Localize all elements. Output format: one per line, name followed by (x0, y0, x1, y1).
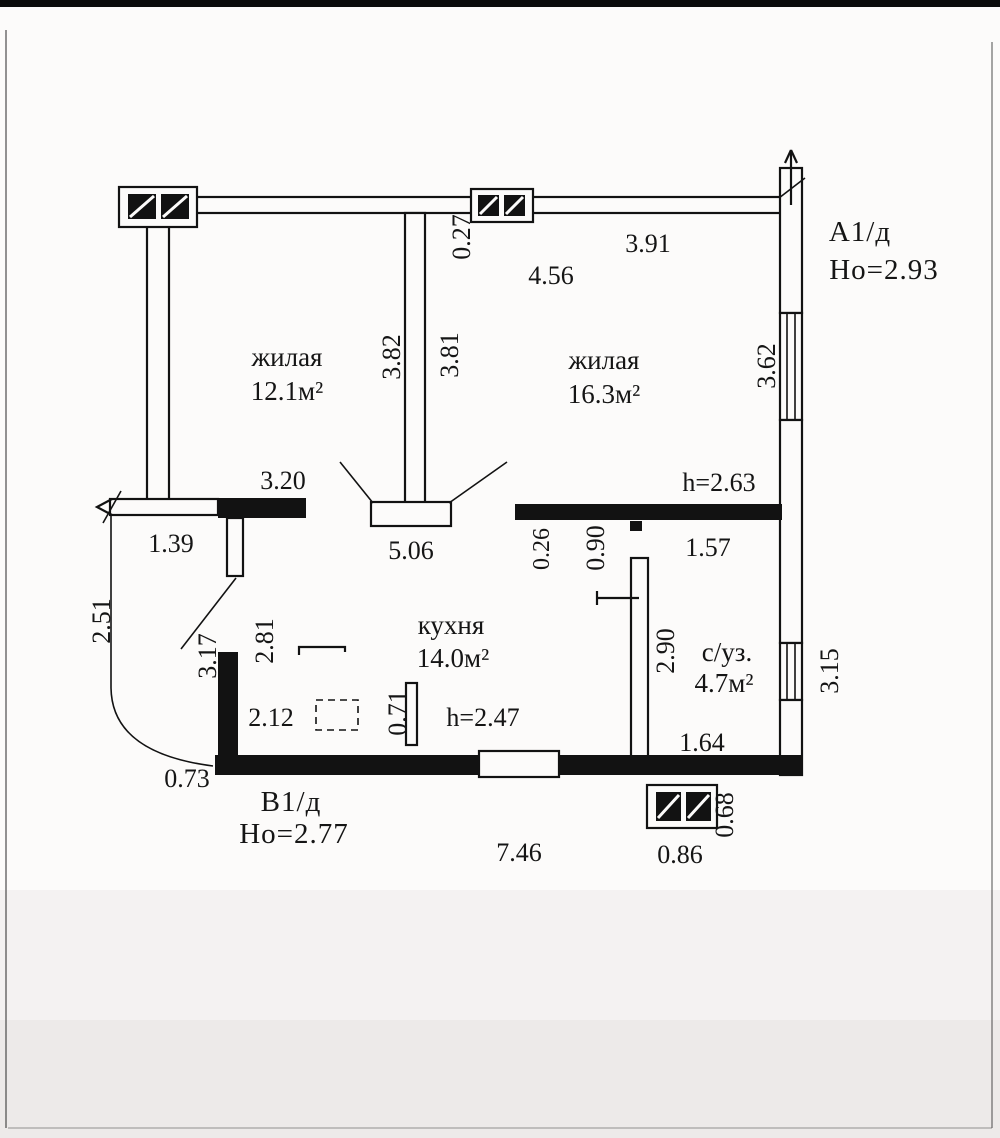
room-living1-name: жилая (251, 342, 323, 372)
dim-0-26: 0.26 (529, 528, 555, 570)
wall-middle-left (108, 497, 220, 517)
wall-left-upper (145, 222, 171, 510)
section-b1-height: Но=2.77 (239, 818, 349, 850)
dim-2-12: 2.12 (248, 703, 294, 732)
dim-3-62: 3.62 (752, 343, 781, 389)
scan-shading (0, 890, 1000, 1138)
vent-shafts (117, 185, 719, 830)
room-living2-area: 16.3м² (568, 379, 640, 409)
section-marks: А1/д Но=2.93 В1/д Но=2.77 (239, 216, 939, 850)
dim-5-06: 5.06 (388, 536, 434, 565)
dim-3-82: 3.82 (377, 334, 406, 380)
kitchen-partition (404, 681, 419, 747)
dim-7-46: 7.46 (496, 838, 542, 867)
room-bathroom-area: 4.7м² (695, 668, 754, 698)
section-b1-label: В1/д (261, 786, 322, 818)
wall-bottom-left (215, 755, 479, 775)
wall-bottom-right (559, 755, 802, 775)
room-bathroom-name: с/уз. (702, 637, 752, 667)
section-a1-label: А1/д (829, 216, 891, 248)
arrow-head (790, 149, 798, 164)
ceiling-height-upper: h=2.63 (682, 468, 755, 497)
vent-duct-slash (478, 195, 499, 216)
vent-duct-slash (504, 195, 525, 216)
wall-middle-solid-right (515, 504, 782, 520)
kitchen-future-appliance (315, 699, 359, 731)
section-a1-height: Но=2.93 (829, 254, 939, 286)
arrow-head (784, 149, 792, 164)
dim-2-90: 2.90 (651, 628, 680, 674)
scan-edge-top (0, 0, 1000, 7)
dim-0-71: 0.71 (383, 690, 412, 736)
scan-shade-bottom (0, 1020, 1000, 1138)
dim-3-15: 3.15 (815, 648, 844, 694)
window-right-lower (778, 641, 804, 702)
dim-1-39: 1.39 (148, 529, 194, 558)
wall-right-middle (778, 418, 804, 645)
door-threshold-bottom (477, 749, 561, 779)
dim-0-90: 0.90 (581, 525, 610, 571)
door-swing-living2 (448, 461, 508, 504)
wall-middle-solid-left (218, 498, 306, 518)
dim-0-86: 0.86 (657, 840, 703, 869)
dim-3-20: 3.20 (260, 466, 306, 495)
wall-top (120, 195, 792, 215)
dim-0-27: 0.27 (447, 214, 476, 260)
wall-break-slash-left (102, 490, 122, 524)
dim-1-64: 1.64 (679, 728, 725, 757)
dim-4-56: 4.56 (528, 261, 574, 290)
door-swing-living1 (339, 461, 374, 504)
wall-break-arrow-left (94, 498, 113, 516)
vent-duct-slash (686, 793, 711, 820)
room-living2-name: жилая (568, 345, 640, 375)
kitchen-door-jamb (225, 516, 245, 578)
scan-edge-left (5, 30, 7, 1128)
vent-duct-slash (656, 793, 681, 820)
dimensions-horizontal: 3.91 4.56 3.20 1.39 5.06 1.57 2.12 1.64 … (148, 229, 731, 869)
dim-3-91: 3.91 (625, 229, 671, 258)
scan-edge-bottom (8, 1127, 992, 1129)
section-arrow-top-right (778, 149, 806, 205)
dim-2-81: 2.81 (250, 618, 279, 664)
kitchen-fixtures (297, 645, 419, 747)
dim-2-51: 2.51 (87, 598, 116, 644)
door-swing-kitchen (180, 577, 237, 650)
wall-break-slash-right (778, 177, 806, 199)
scan-shade-lower (0, 890, 1000, 1138)
dimensions-vertical: 0.27 3.82 3.81 3.62 0.26 0.90 2.51 3.17 … (87, 214, 844, 838)
bathroom-door-stub (630, 521, 642, 531)
dim-0-68: 0.68 (710, 792, 739, 838)
ceiling-height-lower: h=2.47 (446, 703, 519, 732)
wall-kitchen-left-lower (218, 652, 238, 758)
scan-edge-right (991, 42, 993, 1128)
door-swings (180, 461, 639, 650)
room-kitchen-area: 14.0м² (417, 643, 489, 673)
dim-1-57: 1.57 (685, 533, 731, 562)
room-kitchen-name: кухня (418, 610, 485, 640)
kitchen-counter (297, 645, 347, 655)
door-threshold-hall (369, 500, 453, 528)
loggia-curve (110, 515, 214, 767)
wall-middle-vertical (403, 211, 427, 507)
dim-3-17: 3.17 (193, 633, 222, 679)
room-living1-area: 12.1м² (251, 376, 323, 406)
vent-duct-slash (162, 194, 188, 219)
vent-duct-slash (129, 194, 155, 219)
dim-0-73: 0.73 (164, 764, 210, 793)
window-right-upper (778, 311, 804, 422)
room-labels: жилая 12.1м² жилая 16.3м² кухня 14.0м² с… (251, 342, 756, 732)
dim-3-81: 3.81 (435, 332, 464, 378)
wall-bathroom-left (629, 556, 650, 760)
